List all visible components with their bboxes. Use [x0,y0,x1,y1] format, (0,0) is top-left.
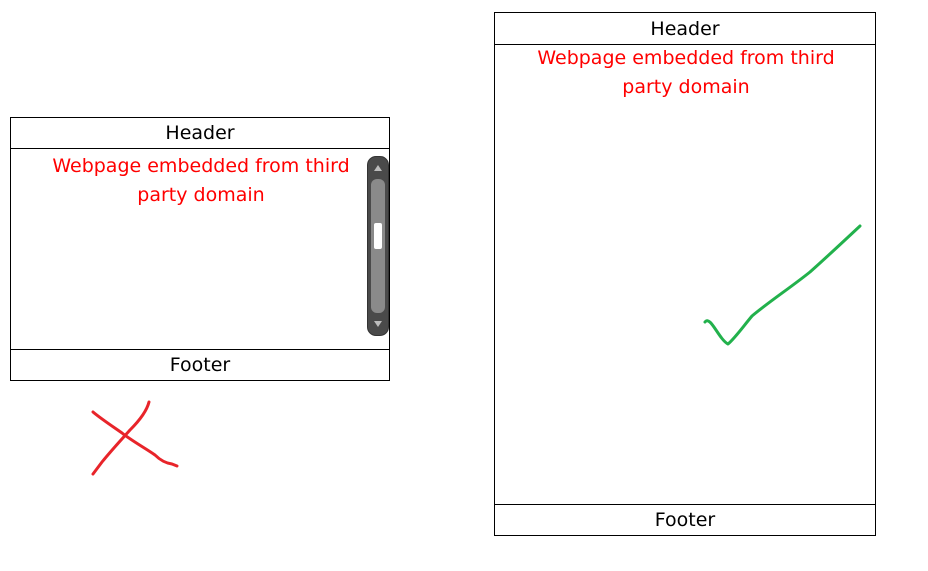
embedded-webpage-label: Webpage embedded from third party domain [52,155,350,206]
scrollbar-thumb[interactable] [371,179,385,313]
scrollbar-grip [374,223,382,249]
iframe-layout-scrolling: Header Webpage embedded from third party… [10,117,390,381]
iframe-scrollbar[interactable] [367,156,389,336]
footer: Footer [11,349,389,380]
green-checkmark-icon [703,224,862,346]
iframe-layout-full-height: Header Webpage embedded from third party… [494,12,876,536]
header: Header [495,13,875,45]
footer: Footer [495,504,875,535]
scroll-up-arrow-icon[interactable] [374,165,382,171]
header: Header [11,118,389,149]
red-cross-icon [91,400,179,476]
embedded-webpage-label: Webpage embedded from third party domain [537,47,835,98]
scroll-down-arrow-icon[interactable] [374,321,382,327]
